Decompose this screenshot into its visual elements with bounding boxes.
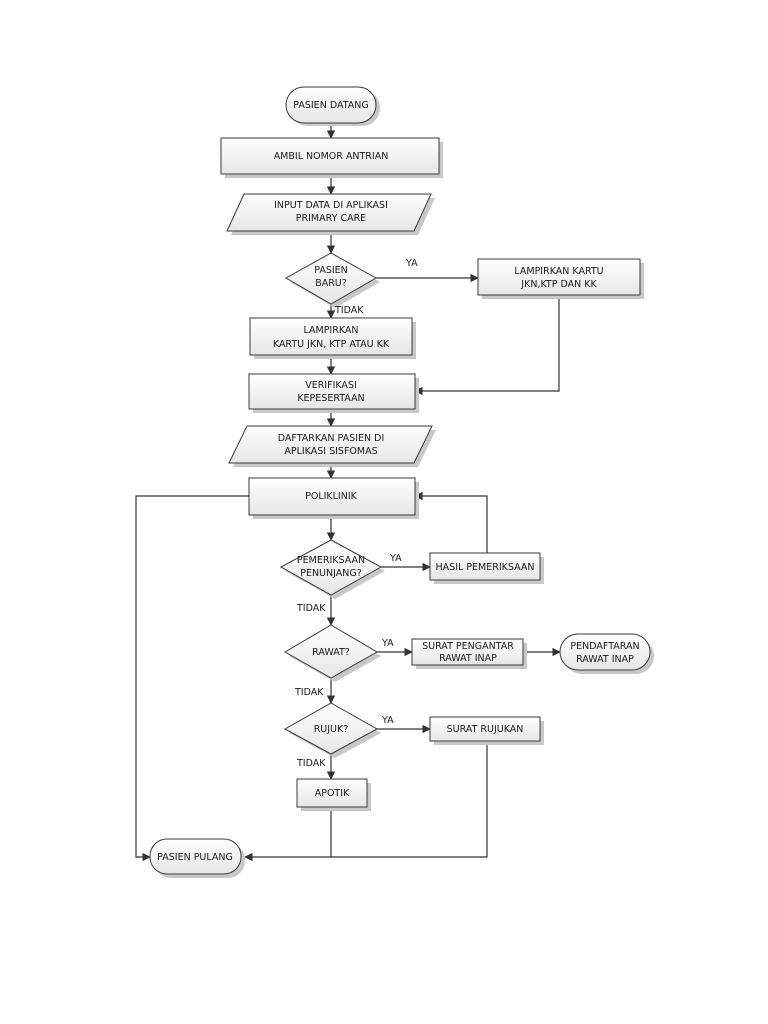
node-referral-decision: RUJUK? (283, 702, 381, 758)
node-referral-letter-label: SURAT RUJUKAN (447, 724, 524, 735)
node-inpatient-register-label-2: RAWAT INAP (576, 654, 634, 665)
node-verify-label-2: KEPESERTAAN (297, 393, 364, 404)
node-new-patient-label-2: BARU? (315, 278, 347, 289)
node-attach-card-old-label-1: LAMPIRKAN (303, 325, 358, 336)
label-support-yes: YA (389, 553, 402, 564)
node-inpatient-letter-label-2: RAWAT INAP (439, 653, 497, 664)
node-referral-letter: SURAT RUJUKAN (429, 716, 544, 745)
node-inpatient-label: RAWAT? (312, 647, 350, 658)
node-queue: AMBIL NOMOR ANTRIAN (220, 137, 443, 178)
edge-result-to-clinic (414, 491, 488, 553)
label-inpatient-yes: YA (381, 638, 394, 649)
node-register-sisfomas: DAFTARKAN PASIEN DI APLIKASI SISFOMAS (228, 425, 436, 467)
label-support-no: TIDAK (296, 603, 326, 614)
node-inpatient-register: PENDAFTARAN RAWAT INAP (559, 633, 654, 674)
edge-attach-new-to-verify (414, 295, 560, 396)
node-attach-card-old-label-2: KARTU JKN, KTP ATAU KK (273, 339, 390, 350)
node-input-primary-label-2: PRIMARY CARE (296, 213, 366, 224)
node-input-primary: INPUT DATA DI APLIKASI PRIMARY CARE (226, 193, 435, 235)
node-support-exam-label-2: PENUNJANG? (300, 568, 362, 579)
node-start-label: PASIEN DATANG (293, 100, 369, 111)
node-verify-label-1: VERIFIKASI (305, 380, 357, 391)
label-referral-no: TIDAK (296, 758, 326, 769)
node-inpatient-register-label-1: PENDAFTARAN (570, 641, 639, 652)
node-inpatient-letter-label-1: SURAT PENGANTAR (422, 641, 514, 652)
node-attach-card-new: LAMPIRKAN KARTU JKN,KTP DAN KK (477, 258, 644, 299)
label-new-yes: YA (405, 258, 418, 269)
node-pharmacy: APOTIK (296, 778, 371, 811)
node-clinic: POLIKLINIK (248, 477, 419, 519)
node-new-patient-decision: PASIEN BARU? (284, 252, 380, 308)
edge-pharmacy-to-end (244, 807, 332, 862)
label-new-no: TIDAK (334, 305, 364, 316)
node-register-sisfomas-label-2: APLIKASI SISFOMAS (284, 446, 377, 457)
node-new-patient-label-1: PASIEN (314, 265, 348, 276)
edge-referral-letter-to-end (331, 741, 488, 858)
node-attach-card-new-label-1: LAMPIRKAN KARTU (514, 266, 603, 277)
node-end: PASIEN PULANG (149, 838, 245, 878)
node-register-sisfomas-label-1: DAFTARKAN PASIEN DI (278, 433, 385, 444)
node-clinic-label: POLIKLINIK (305, 491, 358, 502)
node-start: PASIEN DATANG (285, 86, 380, 126)
node-queue-label: AMBIL NOMOR ANTRIAN (274, 151, 389, 162)
label-referral-yes: YA (381, 715, 394, 726)
node-inpatient-letter: SURAT PENGANTAR RAWAT INAP (411, 638, 527, 669)
label-inpatient-no: TIDAK (294, 687, 324, 698)
node-support-exam-decision: PEMERIKSAAN PENUNJANG? (279, 539, 385, 599)
node-attach-card-old: LAMPIRKAN KARTU JKN, KTP ATAU KK (249, 317, 416, 359)
edge-clinic-to-end (135, 495, 249, 862)
edge-labels: YA TIDAK YA TIDAK YA TIDAK YA TIDAK (294, 258, 418, 769)
node-inpatient-decision: RAWAT? (283, 624, 381, 682)
node-end-label: PASIEN PULANG (157, 852, 233, 863)
node-verify: VERIFIKASI KEPESERTAAN (248, 373, 419, 413)
node-support-exam-label-1: PEMERIKSAAN (297, 555, 365, 566)
node-input-primary-label-1: INPUT DATA DI APLIKASI (274, 200, 388, 211)
node-referral-label: RUJUK? (314, 724, 349, 735)
node-exam-result: HASIL PEMERIKSAAN (429, 552, 544, 584)
node-attach-card-new-label-2: JKN,KTP DAN KK (520, 279, 597, 290)
node-pharmacy-label: APOTIK (315, 788, 350, 799)
node-exam-result-label: HASIL PEMERIKSAAN (436, 562, 535, 573)
